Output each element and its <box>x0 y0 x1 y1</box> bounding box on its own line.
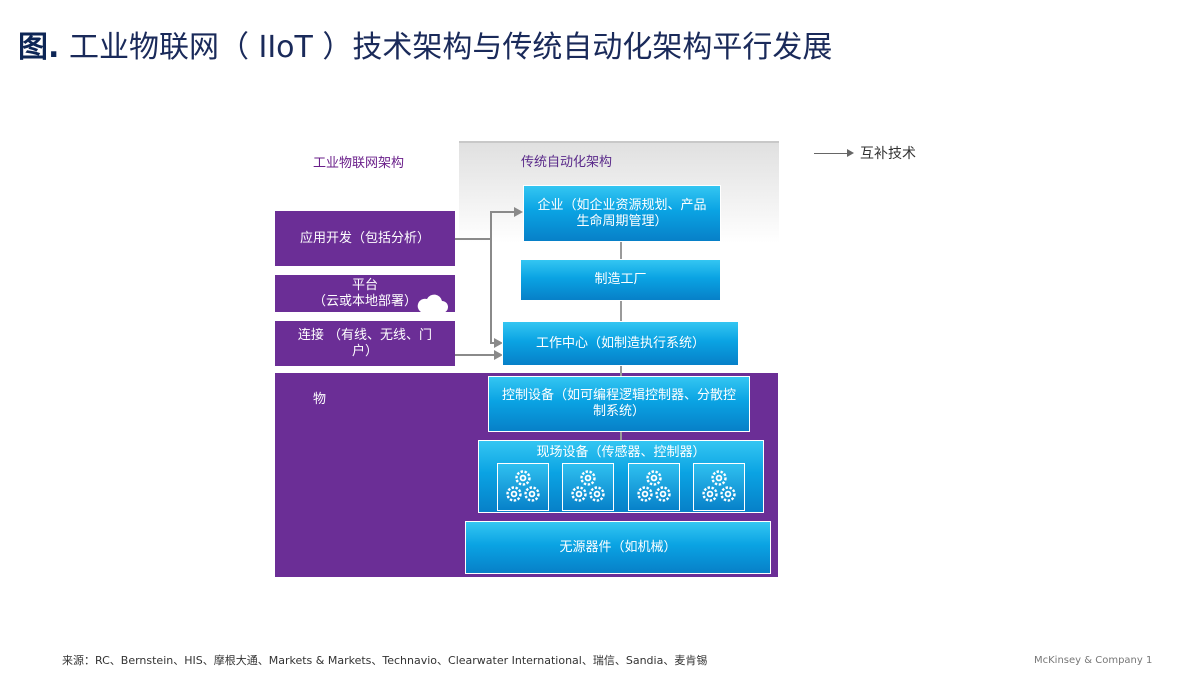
legend: 互补技术 <box>814 143 916 163</box>
legend-label: 互补技术 <box>860 146 916 162</box>
passive-label: 无源器件（如机械） <box>559 539 677 555</box>
factory-label: 制造工厂 <box>594 272 647 287</box>
gears-icon <box>497 463 549 511</box>
connector-factory-workcenter <box>620 300 622 321</box>
page-number: 1 <box>1146 655 1153 666</box>
arrow-connectivity-icon <box>494 350 503 360</box>
connectivity-box: 连接 （有线、无线、门户） <box>275 321 455 366</box>
app-dev-label: 应用开发（包括分析） <box>299 230 430 246</box>
work-center-box: 工作中心（如制造执行系统） <box>502 321 739 366</box>
company-name: McKinsey & Company <box>1034 655 1143 666</box>
control-devices-label: 控制设备（如可编程逻辑控制器、分散控制系统） <box>501 388 736 419</box>
things-label: 物 <box>313 392 327 407</box>
gears-icon <box>693 463 745 511</box>
connector-enterprise-factory <box>620 241 622 260</box>
traditional-architecture-header: 传统自动化架构 <box>521 155 613 170</box>
enterprise-box: 企业（如企业资源规划、产品生命周期管理） <box>523 185 721 242</box>
page-title: 图. 工业物联网（ IIoT ）技术架构与传统自动化架构平行发展 <box>18 22 832 66</box>
work-center-label: 工作中心（如制造执行系统） <box>535 335 705 351</box>
gears-icon <box>562 463 614 511</box>
arrow-to-enterprise-line <box>490 211 515 213</box>
title-text: 工业物联网（ IIoT ）技术架构与传统自动化架构平行发展 <box>59 30 833 65</box>
arrow-to-workcenter-line <box>490 342 495 344</box>
connector-workcenter-control <box>620 365 622 377</box>
factory-box: 制造工厂 <box>520 259 721 301</box>
field-devices-label: 现场设备（传感器、控制器） <box>536 445 706 460</box>
arrow-appdev-line <box>455 238 491 240</box>
control-devices-box: 控制设备（如可编程逻辑控制器、分散控制系统） <box>488 376 750 432</box>
arrow-to-enterprise-icon <box>514 207 523 217</box>
iiot-architecture-header: 工业物联网架构 <box>313 156 405 171</box>
connectivity-label: 连接 （有线、无线、门户） <box>297 327 433 359</box>
enterprise-label: 企业（如企业资源规划、产品生命周期管理） <box>537 197 707 229</box>
app-dev-box: 应用开发（包括分析） <box>275 211 455 266</box>
gears-icon <box>628 463 680 511</box>
cloud-icon <box>415 277 449 320</box>
platform-box: 平台 （云或本地部署） <box>275 275 455 313</box>
title-prefix: 图. <box>18 30 60 65</box>
connector-control-field <box>620 431 622 441</box>
passive-box: 无源器件（如机械） <box>465 521 771 574</box>
platform-label: 平台 （云或本地部署） <box>312 277 417 309</box>
legend-arrow-icon <box>814 148 854 157</box>
arrow-to-workcenter-icon <box>494 338 503 348</box>
arrow-vertical-line <box>490 211 492 343</box>
arrow-connectivity-line <box>455 354 495 356</box>
source-note: 来源：RC、Bernstein、HIS、摩根大通、Markets & Marke… <box>62 654 708 667</box>
